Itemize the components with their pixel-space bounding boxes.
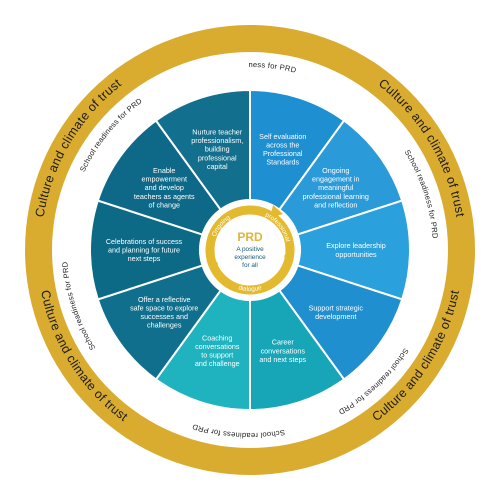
wheel-segment-10-line-5: capital [207,162,228,171]
wheel-segment-7-line-1: Offer a reflective [138,295,191,304]
wheel-segment-2-line-5: and reflection [314,200,357,209]
wheel-segment-7-line-4: challenges [147,321,182,330]
hub-title: PRD [237,230,263,244]
wheel-segment-7-line-2: safe space to explore [130,304,198,313]
hub-arrow-head-top [270,205,283,218]
wheel-segment-6-line-1: Coaching [202,333,232,342]
svg-text:dialogue: dialogue [238,284,263,293]
wheel-segment-10-line-1: Nurture teacher [192,127,243,136]
wheel-segment-6-line-4: and challenge [195,359,240,368]
wheel-segment-10-line-4: professional [198,153,237,162]
wheel-segment-1-line-4: Standards [266,158,299,167]
wheel-segment-10-line-2: professionalism, [191,136,243,145]
wheel-segment-9-line-4: teachers as agents [134,192,195,201]
wheel-segment-1-line-3: Professional [263,149,303,158]
wheel-segment-3-line-2: opportunities [335,250,377,259]
hub: Ongoing professional dialogue PRD A posi… [200,200,300,300]
wheel-segment-9-line-3: and develop [145,183,184,192]
wheel-segment-9-line-2: empowerment [141,175,187,184]
wheel-segment-10-line-3: building [205,145,230,154]
wheel-segment-5-line-2: conversations [261,346,306,355]
wheel-segment-9-line-5: of change [148,200,180,209]
hub-inner-white [215,215,285,285]
wheel-segment-1-line-2: across the [266,140,299,149]
hub-subtitle-line-2: experience [234,254,266,261]
wheel-segment-2-line-2: engagement in [312,175,360,184]
wheel-segment-2-line-1: Ongoing [322,166,349,175]
wheel-segment-8-line-2: and planning for future [108,246,180,255]
wheel-segment-2-line-3: meaningful [318,183,354,192]
wheel-segment-9-line-1: Enable [153,166,175,175]
wheel-segment-1-line-1: Self evaluation [259,132,306,141]
wheel-segment-5-line-1: Career [272,338,295,347]
wheel-segment-8-line-1: Celebrations of success [106,237,183,246]
hub-arrow-ring [205,205,295,295]
hub-arc-word-dialogue: dialogue [238,284,263,293]
wheel-segment-6-line-3: to support [201,351,233,360]
wheel-segment-8-line-3: next steps [128,254,161,263]
hub-subtitle-line-3: for all [242,262,258,269]
hub-arrow-head-right [283,254,294,266]
wheel-segment-4-line-2: development [315,312,356,321]
wheel-segment-7-line-3: successes and [140,312,188,321]
wheel-segment-6-line-2: conversations [195,342,240,351]
wheel-segment-2-line-4: professional learning [303,192,369,201]
hub-arrow-head-left [207,262,219,274]
hub-subtitle-line-1: A positive [236,246,264,253]
wheel-segment-5-line-3: and next steps [259,355,306,364]
wheel-segment-4-line-1: Support strategic [309,304,364,313]
wheel-segment-3-line-1: Explore leadership [326,241,386,250]
